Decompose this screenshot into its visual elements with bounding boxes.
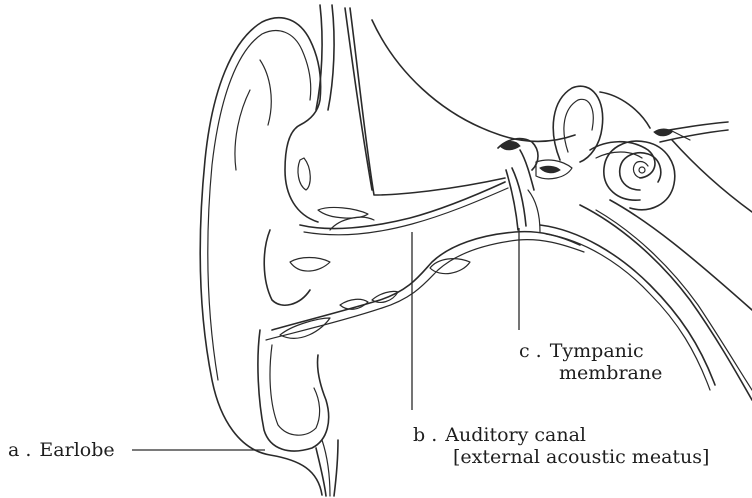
leader-lines xyxy=(132,228,519,450)
label-auditory-canal-marker: b . xyxy=(413,424,437,446)
label-auditory-canal-line1: Auditory canal xyxy=(445,424,586,446)
auditory-nerve xyxy=(654,122,752,212)
label-tympanic-membrane: c . Tympanic membrane xyxy=(519,340,662,384)
auricle-outline xyxy=(200,18,368,495)
label-earlobe-text: Earlobe xyxy=(39,439,114,461)
label-tympanic-membrane-marker: c . xyxy=(519,340,542,362)
label-tympanic-membrane-line2: membrane xyxy=(559,362,662,384)
label-auditory-canal-line2: [external acoustic meatus] xyxy=(453,446,709,468)
middle-ear xyxy=(498,139,572,232)
cochlea xyxy=(604,141,675,210)
label-earlobe: a . Earlobe xyxy=(8,439,115,461)
label-tympanic-membrane-line1: Tympanic xyxy=(550,340,644,362)
label-auditory-canal: b . Auditory canal [external acoustic mea… xyxy=(413,424,709,468)
label-earlobe-marker: a . xyxy=(8,439,31,461)
